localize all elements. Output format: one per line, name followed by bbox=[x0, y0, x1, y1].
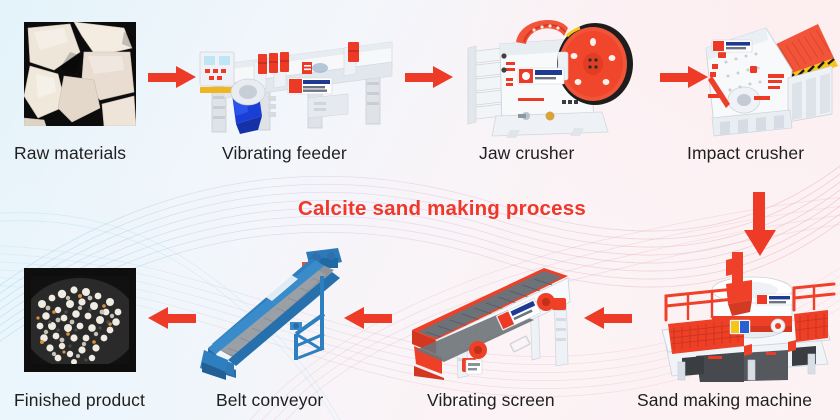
arrow-impact-to-sand bbox=[742, 192, 778, 263]
stage-vibrating-screen-image bbox=[404, 258, 578, 380]
stage-vibrating-feeder-image bbox=[196, 24, 396, 136]
caption-sand-making-machine: Sand making machine bbox=[637, 390, 813, 410]
caption-jaw-crusher: Jaw crusher bbox=[479, 143, 575, 163]
diagram-title: Calcite sand making process bbox=[298, 197, 586, 220]
stage-raw-materials-image bbox=[24, 22, 136, 126]
caption-vibrating-feeder: Vibrating feeder bbox=[222, 143, 347, 163]
caption-vibrating-screen: Vibrating screen bbox=[427, 390, 555, 410]
arrow-feeder-to-jaw bbox=[405, 64, 453, 95]
arrow-sand-to-screen bbox=[584, 305, 632, 336]
arrow-jaw-to-impact bbox=[660, 64, 708, 95]
stage-impact-crusher-image bbox=[688, 18, 838, 138]
caption-raw-materials: Raw materials bbox=[14, 143, 127, 163]
caption-belt-conveyor: Belt conveyor bbox=[216, 390, 324, 410]
arrow-raw-to-feeder bbox=[148, 64, 196, 95]
stage-sand-making-machine-image bbox=[648, 238, 840, 382]
caption-impact-crusher: Impact crusher bbox=[687, 143, 805, 163]
stage-belt-conveyor-image bbox=[198, 248, 370, 380]
stage-finished-product-image bbox=[24, 268, 136, 372]
arrow-conveyor-to-product bbox=[148, 305, 196, 336]
arrow-screen-to-conveyor bbox=[344, 305, 392, 336]
stage-jaw-crusher-image bbox=[462, 12, 652, 140]
caption-finished-product: Finished product bbox=[14, 390, 145, 410]
